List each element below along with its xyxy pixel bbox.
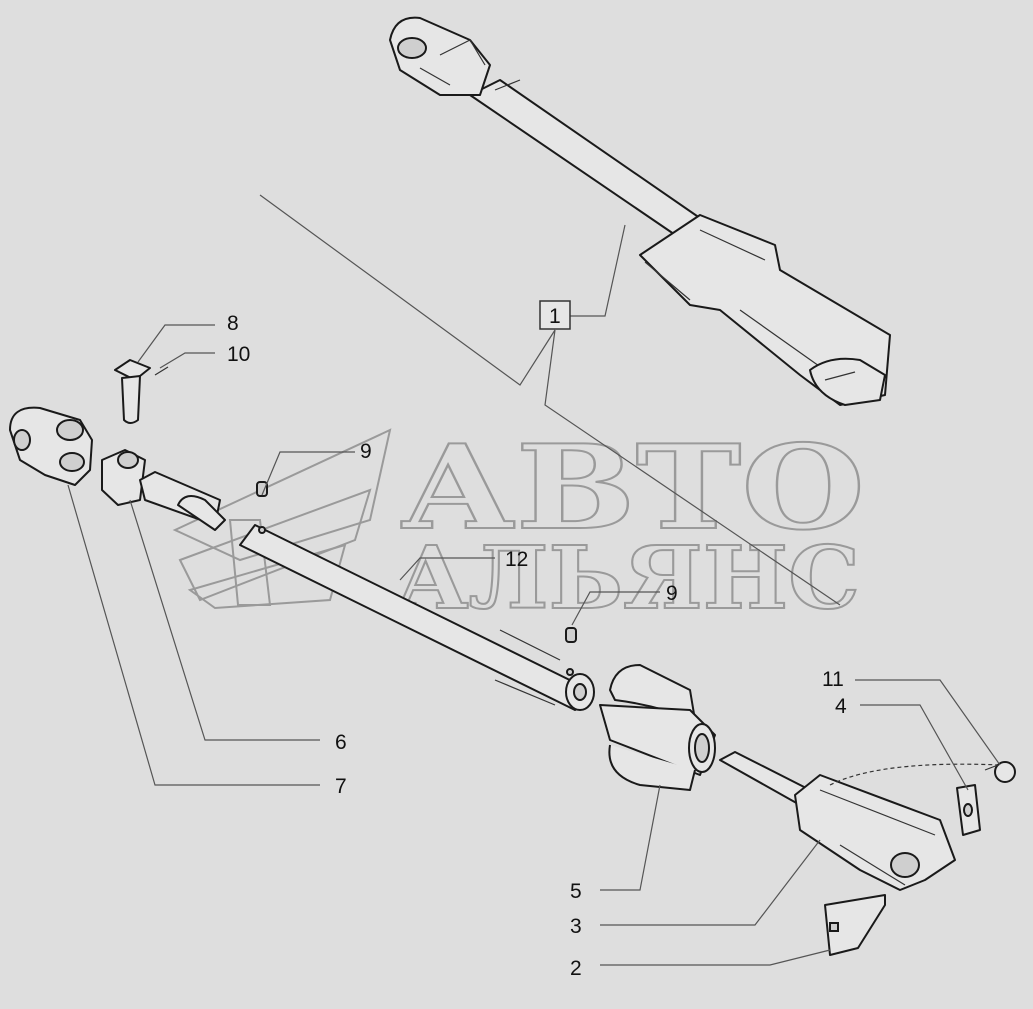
- callout-6: 6: [335, 731, 347, 754]
- callout-7: 7: [335, 775, 347, 798]
- callout-4: 4: [835, 695, 847, 718]
- callout-3: 3: [570, 915, 582, 938]
- callout-5: 5: [570, 880, 582, 903]
- lower-link-assembly: [9, 359, 1016, 956]
- callout-9-lower: 9: [666, 582, 678, 605]
- callout-8: 8: [227, 312, 239, 335]
- callout-12: 12: [505, 548, 528, 571]
- watermark: АВТО АЛЬЯНС: [172, 419, 866, 630]
- watermark-line2: АЛЬЯНС: [395, 528, 860, 629]
- callout-9-upper: 9: [360, 440, 372, 463]
- top-link-assembly: [389, 16, 891, 406]
- callouts: 1 8 10 9 12 9 6 7 11 4 5 3 2: [227, 300, 847, 980]
- callout-11: 11: [822, 668, 844, 691]
- leader-lines: [67, 324, 1001, 966]
- callout-1: 1: [549, 305, 561, 328]
- leaders-1: [259, 194, 841, 606]
- watermark-line1: АВТО: [400, 420, 865, 556]
- callout-10: 10: [227, 343, 250, 366]
- callout-2: 2: [570, 957, 582, 980]
- callout-1-box: [539, 300, 571, 330]
